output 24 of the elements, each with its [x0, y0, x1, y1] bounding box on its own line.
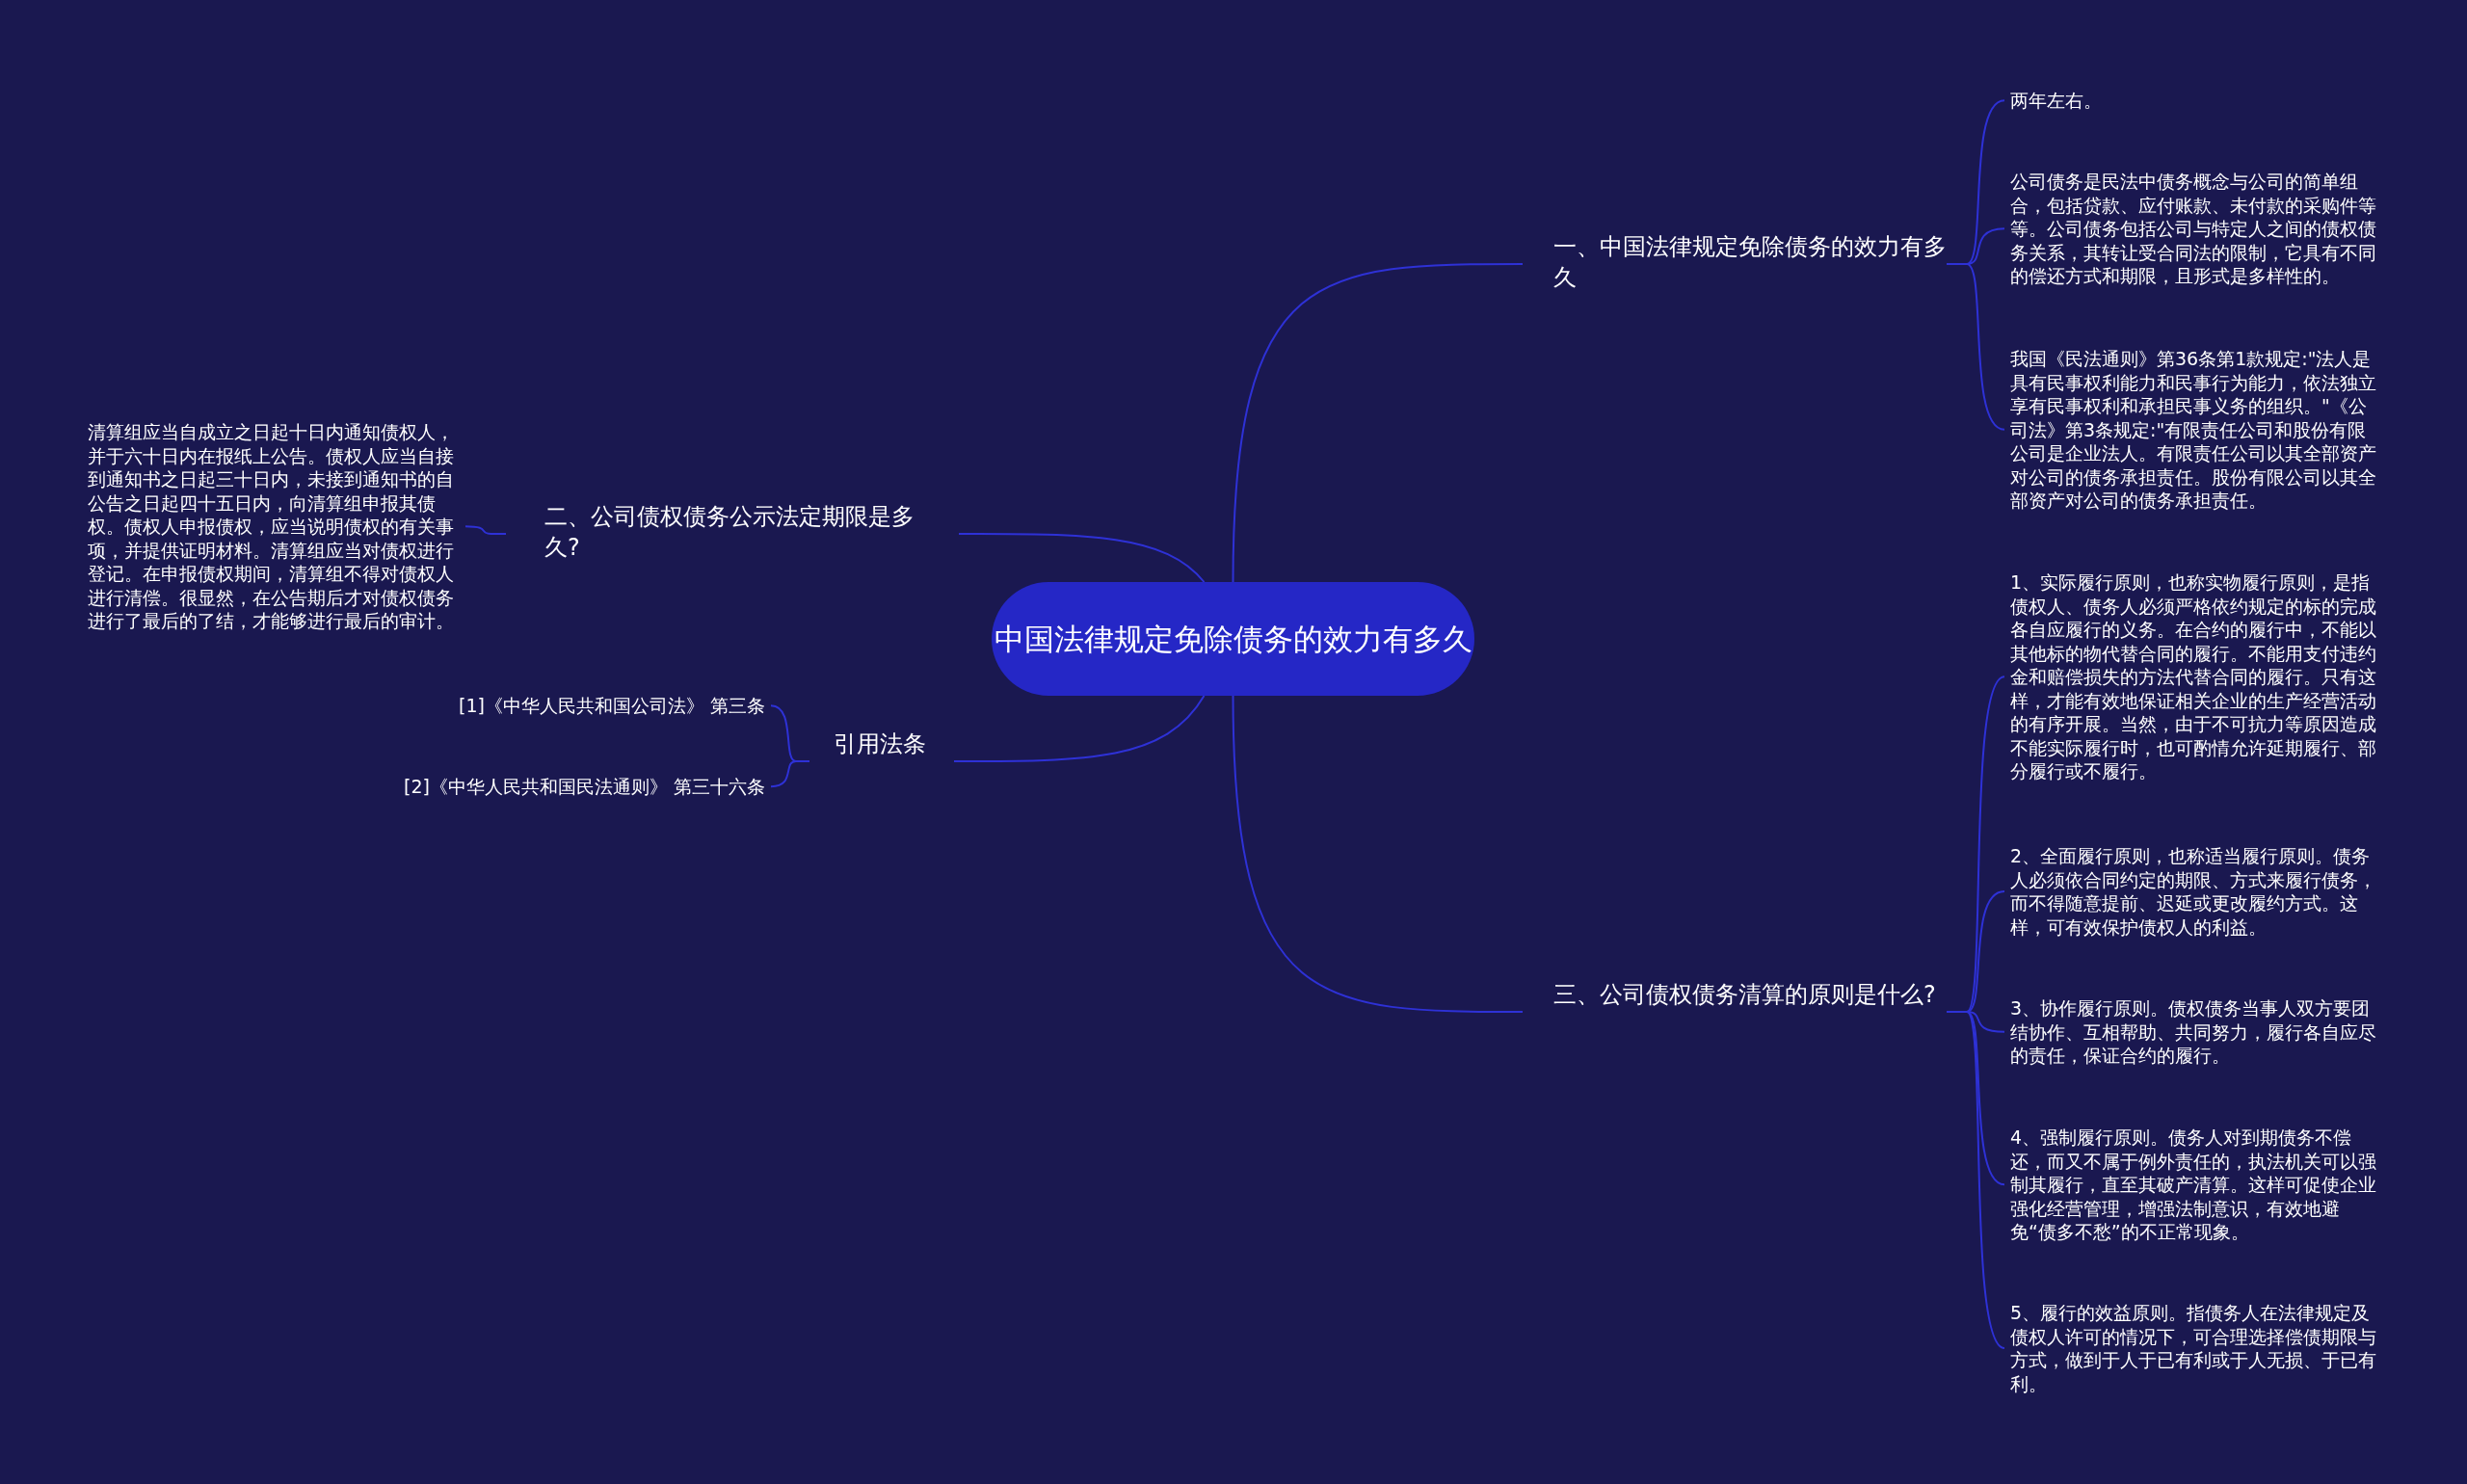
- detail-text: 3、协作履行原则。债权债务当事人双方要团结协作、互相帮助、共同努力，履行各自应尽的责任，保证合约的履行。: [2010, 996, 2377, 1068]
- detail-text: 公司债务是民法中债务概念与公司的简单组合，包括贷款、应付账款、未付款的采购件等等。公司债务包括公司与特定人之间的债权债务关系，其转让受合同法的限制，它具有不同的偿还方式和期限，且形式是多样性的。: [2010, 170, 2377, 288]
- connector-line: [1232, 263, 1524, 583]
- detail-text: 1、实际履行原则，也称实物履行原则，是指债权人、债务人必须严格依约规定的标的完成各自应履行的义务。在合约的履行中，不能以其他标的物代替合同的履行。不能用支付违约金和赔偿损失的方法代替合同的履行。只有这样，才能有效地保证相关企业的生产经营活动的有序开展。当然，由于不可抗力等原因造成不能实际履行时，也可酌情允许延期履行、部分履行或不履行。: [2010, 570, 2377, 783]
- branch-topic: 三、公司债权债务清算的原则是什么?: [1553, 980, 1937, 1010]
- detail-text: 5、履行的效益原则。指债务人在法律规定及债权人许可的情况下，可合理选择偿债期限与方式，做到于人于已有利或于人无损、于已有利。: [2010, 1301, 2377, 1395]
- connector-line: [1946, 1011, 2005, 1349]
- detail-text: [1]《中华人民共和国公司法》 第三条: [458, 694, 765, 718]
- central-topic: 中国法律规定免除债务的效力有多久: [992, 582, 1474, 696]
- connector-line: [770, 760, 810, 788]
- detail-text: 两年左右。: [2010, 89, 2103, 113]
- branch-topic: 引用法条: [834, 729, 927, 759]
- connector-line: [953, 695, 1206, 762]
- connector-line: [1232, 695, 1524, 1013]
- detail-text: 我国《民法通则》第36条第1款规定:"法人是具有民事权利能力和民事行为能力，依法独立享有民事权利和承担民事义务的组织。"《公司法》第3条规定:"有限责任公司和股份有限公司是企业法人。有限责任公司以其全部资产对公司的债务承担责任。股份有限公司以其全部资产对公司的债务承担责任。: [2010, 347, 2377, 513]
- connector-line: [1946, 263, 2005, 431]
- connector-line: [464, 525, 507, 535]
- branch-topic: 一、中国法律规定免除债务的效力有多久: [1553, 232, 1947, 293]
- detail-text: 2、全面履行原则，也称适当履行原则。债务人必须依合同约定的期限、方式来履行债务，而不得随意提前、迟延或更改履约方式。这样，可有效保护债权人的利益。: [2010, 844, 2377, 939]
- detail-text: 清算组应当自成立之日起十日内通知债权人，并于六十日内在报纸上公告。债权人应当自接到通知书之日起三十日内，未接到通知书的自公告之日起四十五日内，向清算组申报其债权。债权人申报债权，应当说明债权的有关事项，并提供证明材料。清算组应当对债权进行登记。在申报债权期间，清算组不得对债权人进行清偿。很显然，在公告期后才对债权债务进行了最后的了结，才能够进行最后的审计。: [88, 420, 455, 633]
- detail-text: 4、强制履行原则。债务人对到期债务不偿还，而又不属于例外责任的，执法机关可以强制其履行，直至其破产清算。这样可促使企业强化经营管理，增强法制意识，有效地避免“债多不愁”的不正常现象。: [2010, 1126, 2377, 1244]
- detail-text: [2]《中华人民共和国民法通则》 第三十六条: [403, 775, 765, 799]
- branch-topic: 二、公司债权债务公示法定期限是多久?: [544, 502, 915, 563]
- connector-line: [958, 533, 1206, 583]
